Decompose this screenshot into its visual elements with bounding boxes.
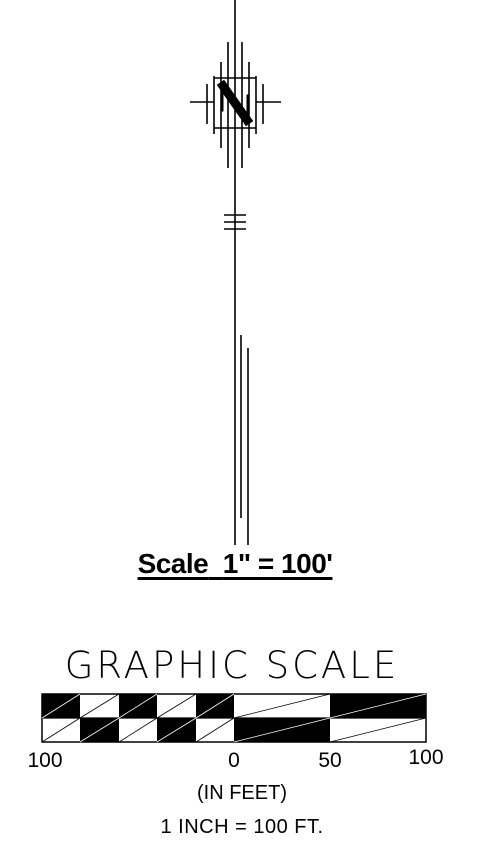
scale-note: Scale 1" = 100' xyxy=(0,548,470,580)
north-letter-icon xyxy=(216,79,254,127)
graphic-scale-title: GRAPHIC SCALE xyxy=(64,644,400,687)
scale-note-ratio: 1" = 100' xyxy=(222,548,333,579)
north-arrow-icon xyxy=(190,0,281,545)
scale-units-label: (IN FEET) xyxy=(197,782,287,804)
scale-tick-fifty: 50 xyxy=(318,749,342,772)
scale-ratio-label: 1 INCH = 100 FT. xyxy=(160,816,324,838)
graphic-scale-bar xyxy=(41,693,427,743)
scale-note-prefix: Scale xyxy=(137,548,209,579)
scale-tick-left: 100 xyxy=(27,749,63,772)
scale-tick-right: 100 xyxy=(408,746,444,769)
scale-tick-zero: 0 xyxy=(228,749,240,772)
